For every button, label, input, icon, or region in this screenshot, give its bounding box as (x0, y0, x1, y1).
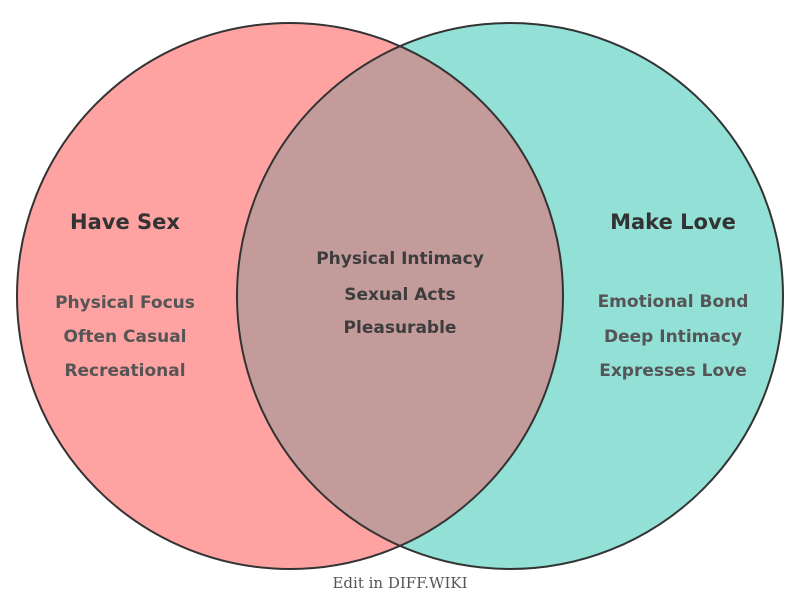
right-circle-outline (236, 22, 784, 570)
overlap-region (237, 23, 563, 569)
left-circle-item: Often Casual (64, 327, 187, 347)
right-circle-item: Emotional Bond (598, 292, 749, 312)
edit-link[interactable]: Edit in DIFF.WIKI (332, 574, 467, 592)
right-circle-item: Expresses Love (599, 361, 747, 381)
overlap-item: Pleasurable (344, 318, 457, 338)
right-circle-title: Make Love (610, 210, 736, 234)
left-circle-outline (16, 22, 564, 570)
right-circle-item: Deep Intimacy (604, 327, 742, 347)
left-circle-item: Physical Focus (55, 293, 195, 313)
left-circle-title: Have Sex (70, 210, 180, 234)
overlap-item: Sexual Acts (344, 285, 456, 305)
left-circle-item: Recreational (64, 361, 185, 381)
overlap-item: Physical Intimacy (316, 249, 484, 269)
